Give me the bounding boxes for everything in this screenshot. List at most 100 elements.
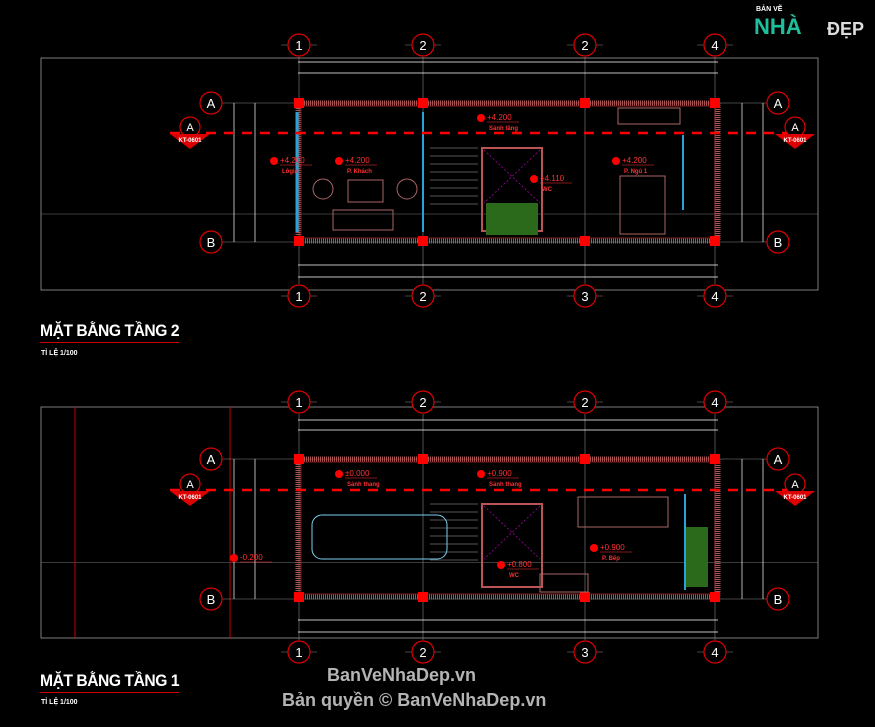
room-level: +4.200 [280, 156, 305, 165]
room-level: +4.110 [540, 174, 565, 183]
grid-bubble-2 [411, 33, 435, 57]
room-name: Sảnh thang [489, 482, 522, 488]
section-letter: A [791, 122, 799, 134]
column [418, 454, 428, 464]
grid-bubble-3 [573, 33, 597, 57]
level-marker-icon [335, 157, 343, 165]
room-level: +0.800 [507, 560, 532, 569]
grid-label-4: 4 [711, 38, 718, 53]
sofa [332, 209, 394, 231]
sheet-frame [40, 57, 819, 291]
grid-bubble-B [766, 587, 790, 611]
grid-bubble-A [199, 447, 223, 471]
section-arrow [775, 491, 815, 506]
level-marker-icon [477, 470, 485, 478]
level-marker-icon [590, 544, 598, 552]
grid-label-2: 2 [419, 289, 426, 304]
grid-label-2: 2 [419, 38, 426, 53]
armchair [396, 178, 418, 200]
level-marker-icon [230, 554, 238, 562]
section-sheet-ref: KT-0601 [178, 138, 202, 144]
grid-bubble-A [766, 91, 790, 115]
room-name: P. Khách [347, 169, 372, 175]
level-marker-icon [530, 175, 538, 183]
column [580, 98, 590, 108]
grid-bubble-1 [287, 640, 311, 664]
logo-text-main: NHÀ [754, 14, 802, 39]
kitchen-sink [539, 573, 589, 593]
plan-title-floor-2: MẶT BẰNG TẦNG 2 [40, 321, 180, 343]
plan-scale-floor-1: TỈ LỆ 1/100 [41, 699, 78, 706]
grid-bubble-4 [703, 640, 727, 664]
grid-bubble-2 [411, 390, 435, 414]
watermark-site: BanVeNhaDep.vn [327, 665, 477, 685]
stair-void [481, 503, 543, 588]
room-name: WC [542, 187, 553, 193]
void-cross [483, 505, 541, 560]
grid-bubble-2 [411, 284, 435, 308]
grid-label-A: A [207, 96, 216, 111]
section-sheet-ref: KT-0601 [783, 495, 807, 501]
grid-label-4: 4 [711, 645, 718, 660]
section-sheet-ref: KT-0601 [783, 138, 807, 144]
grid-bubble-4 [703, 33, 727, 57]
grid-label-4: 4 [711, 289, 718, 304]
grid-bubble-2 [411, 640, 435, 664]
room-level: +4.200 [487, 113, 512, 122]
room-name: Sảnh tầng [489, 126, 518, 132]
column [580, 454, 590, 464]
plan-scale-floor-2: TỈ LỆ 1/100 [41, 350, 78, 357]
section-arrow [775, 134, 815, 149]
grid-bubble-1 [287, 284, 311, 308]
armchair [312, 178, 334, 200]
column [418, 236, 428, 246]
grid-label-4: 4 [711, 395, 718, 410]
bed [619, 175, 666, 235]
grid-bubble-4 [703, 390, 727, 414]
column [580, 592, 590, 602]
car [311, 514, 448, 560]
grid-label-1: 1 [295, 645, 302, 660]
void-cross [483, 149, 541, 204]
level-marker-icon [335, 470, 343, 478]
grid-label-3: 2 [581, 38, 588, 53]
brand-logo: BẢN VẼ NHÀ ĐẸP [752, 6, 870, 40]
grid-label-A: A [207, 452, 216, 467]
exterior-wall [295, 456, 721, 600]
room-level: +0.900 [487, 469, 512, 478]
grid-label-1: 1 [295, 395, 302, 410]
column [294, 98, 304, 108]
grid-bubble-B [199, 230, 223, 254]
interior-wall-line [300, 461, 716, 595]
kitchen-counter [577, 496, 669, 528]
level-marker-icon [497, 561, 505, 569]
room-name: WC [509, 573, 520, 579]
logo-text-end: ĐẸP [827, 19, 865, 39]
grid-bubble-1 [287, 33, 311, 57]
room-level: +4.200 [622, 156, 647, 165]
planter [684, 527, 708, 587]
grid-bubble-A [199, 91, 223, 115]
grid-label-B: B [774, 592, 783, 607]
column [294, 592, 304, 602]
level-marker-icon [477, 114, 485, 122]
column [710, 98, 720, 108]
grid-label-A: A [774, 452, 783, 467]
plan-title-floor-1: MẶT BẰNG TẦNG 1 [40, 671, 180, 693]
grid-label-A: A [774, 96, 783, 111]
watermark-copyright: Bản quyền © BanVeNhaDep.vn [282, 690, 547, 710]
wardrobe [617, 107, 681, 125]
grid-label-3: 3 [581, 645, 588, 660]
section-sheet-ref: KT-0601 [178, 495, 202, 501]
room-level: ±0.000 [345, 469, 370, 478]
grid-label-3: 2 [581, 395, 588, 410]
grid-bubble-3 [573, 390, 597, 414]
room-level: +4.200 [345, 156, 370, 165]
room-name: P. Ngủ 1 [624, 169, 648, 175]
room-name: P. Bếp [602, 555, 620, 562]
interior-wall-line [300, 105, 716, 239]
coffee-table [347, 179, 384, 203]
section-arrow [170, 134, 210, 149]
